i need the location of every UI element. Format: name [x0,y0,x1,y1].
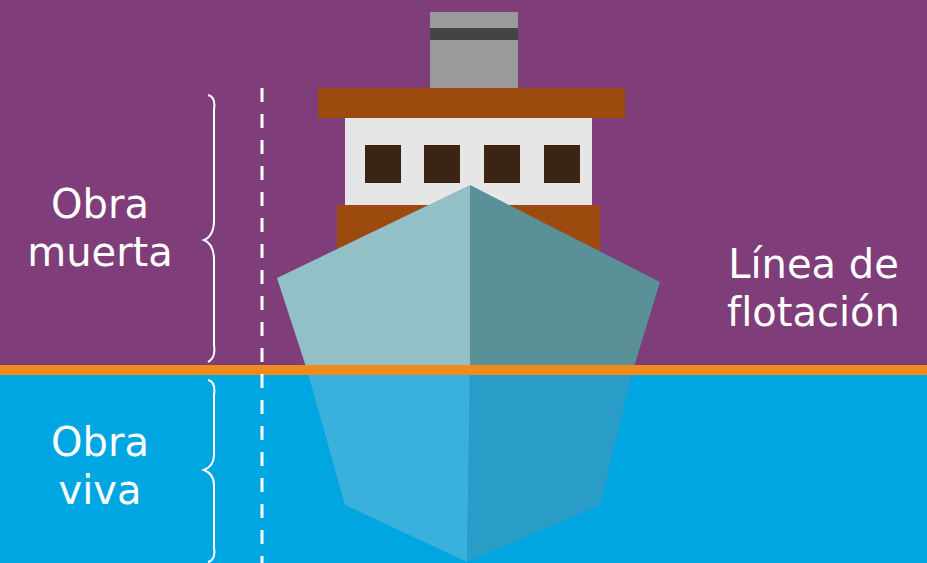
part-label: Línea de flotación [700,240,927,336]
dashed-line [261,88,264,563]
chimney-stripe [430,28,518,40]
hull-underwater-left [307,370,470,562]
air-band [0,0,927,370]
brace [204,95,214,362]
window [484,145,520,183]
brace [204,380,214,562]
roof [318,88,625,118]
window [544,145,580,183]
waterline [0,365,927,375]
window [365,145,401,183]
part-label: Obra muerta [5,180,195,276]
hull-underwater-right [467,370,633,562]
hull-right [470,185,660,370]
water-band [0,370,927,563]
chimney [430,12,518,92]
hull-left [277,185,470,370]
part-label: Obra viva [5,418,195,514]
window [424,145,460,183]
